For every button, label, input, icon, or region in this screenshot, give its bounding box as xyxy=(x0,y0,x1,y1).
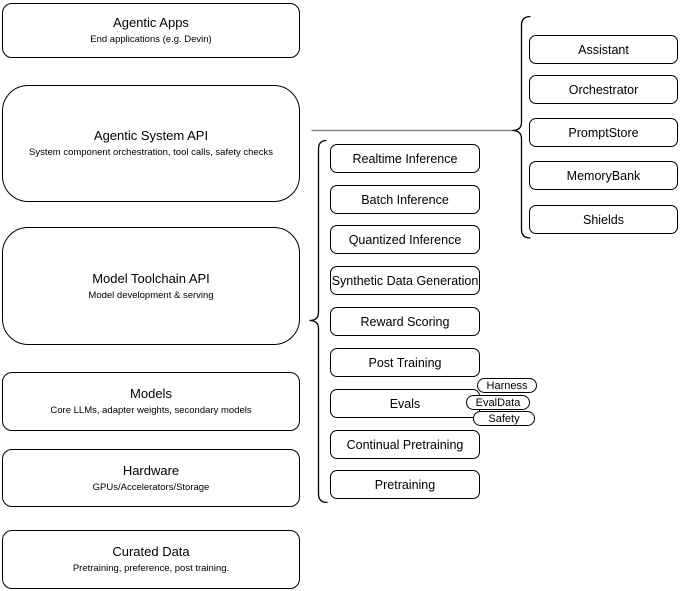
node-assistant: Assistant xyxy=(529,35,678,64)
node-hardware: Hardware GPUs/Accelerators/Storage xyxy=(2,449,300,507)
node-reward-scoring: Reward Scoring xyxy=(330,307,480,336)
node-model-toolchain-api: Model Toolchain API Model development & … xyxy=(2,227,300,345)
node-subtitle: System component orchestration, tool cal… xyxy=(29,147,273,158)
node-subtitle: Model development & serving xyxy=(88,289,214,301)
node-realtime-inference: Realtime Inference xyxy=(330,144,480,173)
node-evals: Evals xyxy=(330,389,480,418)
node-subtitle: End applications (e.g. Devin) xyxy=(90,34,212,45)
node-agentic-apps: Agentic Apps End applications (e.g. Devi… xyxy=(2,3,300,58)
node-title: Agentic Apps xyxy=(113,15,189,30)
node-subtitle: Core LLMs, adapter weights, secondary mo… xyxy=(50,405,252,416)
node-orchestrator: Orchestrator xyxy=(529,75,678,104)
node-continual-pretraining: Continual Pretraining xyxy=(330,430,480,459)
node-batch-inference: Batch Inference xyxy=(330,185,480,214)
tag-safety: Safety xyxy=(473,411,535,426)
node-quantized-inference: Quantized Inference xyxy=(330,225,480,254)
node-title: Model Toolchain API xyxy=(92,270,210,286)
node-agentic-system-api: Agentic System API System component orch… xyxy=(2,85,300,202)
node-curated-data: Curated Data Pretraining, preference, po… xyxy=(2,530,300,589)
node-shields: Shields xyxy=(529,205,678,234)
node-subtitle: GPUs/Accelerators/Storage xyxy=(92,481,210,493)
node-memorybank: MemoryBank xyxy=(529,161,678,190)
node-title: Agentic System API xyxy=(93,128,209,143)
node-synthetic-data-generation: Synthetic Data Generation xyxy=(330,266,480,295)
middle-group-bracket xyxy=(309,139,328,504)
node-pretraining: Pretraining xyxy=(330,470,480,499)
node-models: Models Core LLMs, adapter weights, secon… xyxy=(2,372,300,431)
tag-evaldata: EvalData xyxy=(466,395,530,410)
node-title: Models xyxy=(130,386,172,401)
right-group-bracket xyxy=(512,15,531,239)
tag-harness: Harness xyxy=(477,378,537,393)
node-subtitle: Pretraining, preference, post training. xyxy=(72,563,230,574)
node-title: Hardware xyxy=(122,462,180,478)
node-promptstore: PromptStore xyxy=(529,118,678,147)
node-post-training: Post Training xyxy=(330,348,480,377)
node-title: Curated Data xyxy=(112,544,190,559)
